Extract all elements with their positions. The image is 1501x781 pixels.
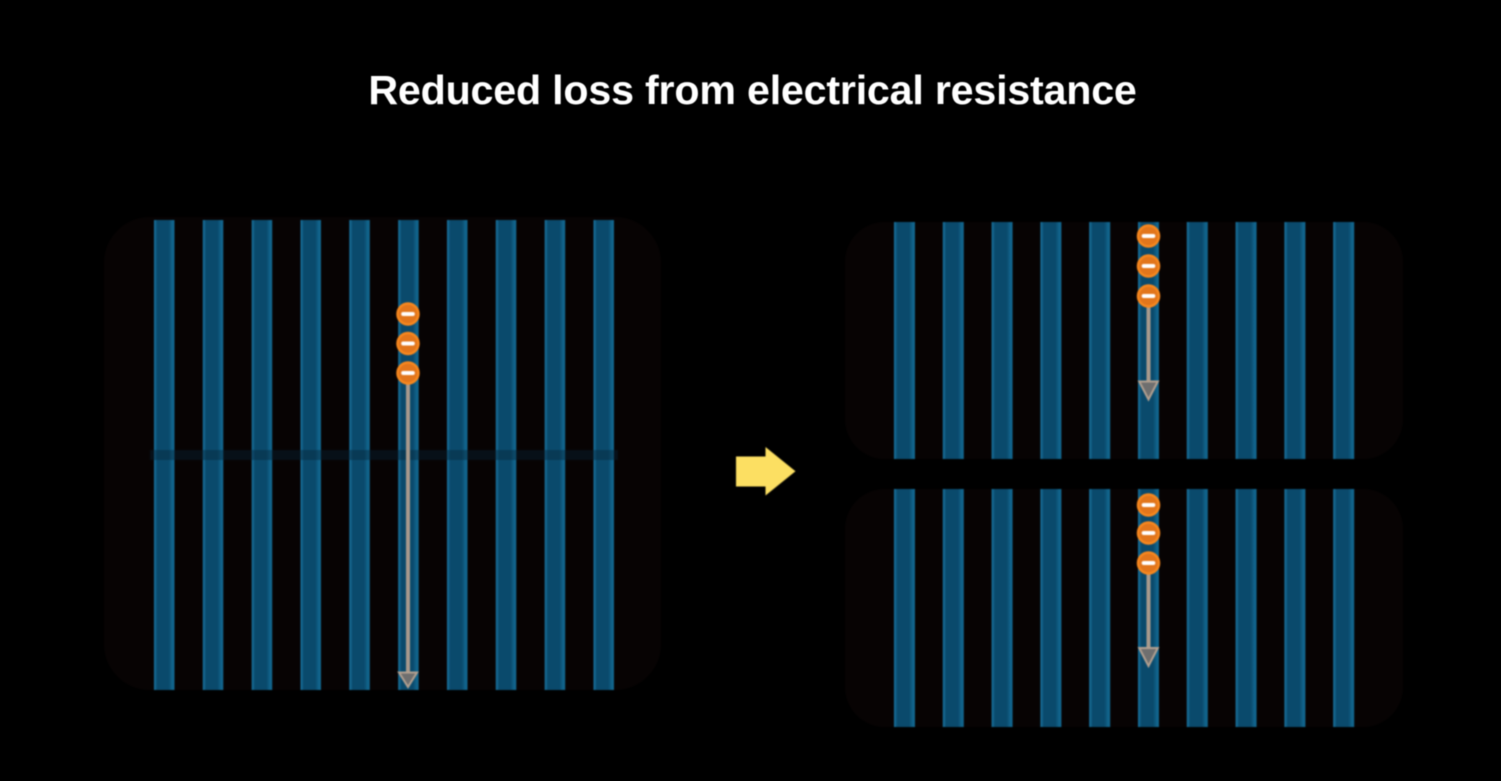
svg-text:Reduced loss from electrical r: Reduced loss from electrical resistance: [368, 67, 1136, 113]
